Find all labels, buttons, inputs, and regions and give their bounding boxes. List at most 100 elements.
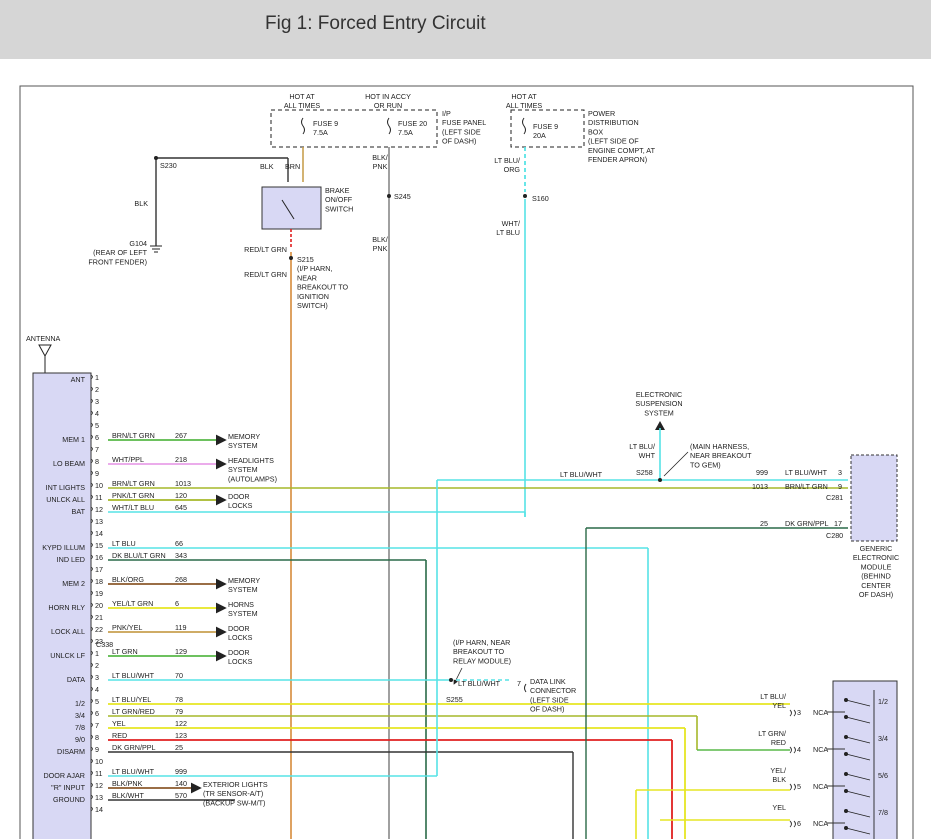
pin-icon [90, 794, 93, 800]
pin-icon [90, 806, 93, 812]
pin-number: 9 [95, 469, 99, 478]
wire-destination: EXTERIOR LIGHTS [203, 780, 268, 789]
pin-number: 12 [95, 505, 103, 514]
pin-icon [90, 506, 93, 512]
wire-color-label: LT GRN/ [758, 729, 786, 738]
wire-color-label: LT BLU [496, 228, 520, 237]
fuse-label: 7.5A [398, 128, 413, 137]
system-label: SYSTEM [644, 408, 674, 417]
pin-number: 20 [95, 601, 103, 610]
gem-box [850, 454, 898, 542]
module-pin-label: DOOR AJAR [43, 771, 85, 780]
harness-label: NEAR BREAKOUT [690, 451, 752, 460]
splice-dot [289, 256, 293, 260]
fuse-label: FUSE 9 [313, 119, 338, 128]
pin-number: 21 [95, 613, 103, 622]
splice-dot [844, 698, 848, 702]
pin-number: 4 [95, 685, 99, 694]
wire-color-label: YEL [112, 719, 126, 728]
splice-dot [154, 156, 158, 160]
pin-icon [90, 518, 93, 524]
splice-dot [523, 194, 527, 198]
wire-destination: HORNS [228, 600, 254, 609]
pin-number: 16 [95, 553, 103, 562]
circuit-number: 25 [760, 519, 768, 528]
fuse-panel-label: FUSE PANEL [442, 118, 486, 127]
switch-contact-icon [845, 810, 871, 818]
circuit-number: 129 [175, 647, 187, 656]
brake-switch-box [261, 186, 322, 230]
wire-color-label: BLK [772, 775, 786, 784]
pin-number: 15 [95, 541, 103, 550]
wire-color-label: PNK/LT GRN [112, 491, 154, 500]
module-pin-label: BAT [72, 507, 86, 516]
antenna-icon [38, 344, 52, 358]
leader-line [453, 667, 463, 685]
pin-icon [90, 662, 93, 668]
pin-icon [90, 602, 93, 608]
wire-color-label: LT BLU/ [760, 692, 786, 701]
wire-color-label: BLK/ [372, 235, 388, 244]
connector-icon [789, 820, 796, 828]
splice-dot [844, 715, 848, 719]
pin-number: 17 [834, 519, 842, 528]
ip-fuse-panel-box [270, 109, 438, 148]
circuit-number: 119 [175, 623, 186, 632]
circuit-number: 70 [175, 671, 183, 680]
circuit-number: 6 [175, 599, 179, 608]
pin-icon [90, 614, 93, 620]
circuit-number: 1013 [175, 479, 191, 488]
circuit-number: 1013 [752, 482, 768, 491]
module-pin-label: IND LED [57, 555, 85, 564]
module-pin-label: ANT [71, 375, 86, 384]
pin-number: 11 [95, 769, 102, 778]
wire-color-label: RED/LT GRN [244, 245, 287, 254]
pin-number: 6 [95, 433, 99, 442]
circuit-number: 25 [175, 743, 183, 752]
pin-number: 22 [95, 625, 103, 634]
switch-contact-icon [845, 790, 871, 798]
brake-switch-label: SWITCH [325, 204, 353, 213]
pin-number: 13 [95, 517, 103, 526]
pin-number: 17 [95, 565, 103, 574]
pin-number: 2 [95, 385, 99, 394]
pin-icon [90, 470, 93, 476]
antenna-label: ANTENNA [26, 334, 61, 343]
wire-color-label: ORG [504, 165, 521, 174]
switch-contact-icon [845, 773, 871, 781]
switch-label: 7/8 [878, 808, 888, 817]
pin-icon [90, 374, 93, 380]
pin-icon [90, 398, 93, 404]
wire-destination: DOOR [228, 648, 250, 657]
wire-color-label: BLK/ORG [112, 575, 144, 584]
wire-destination: DOOR [228, 624, 250, 633]
wire-destination: (AUTOLAMPS) [228, 474, 277, 483]
dlc-label: DATA LINK [530, 677, 566, 686]
pin-number: 1 [95, 373, 99, 382]
module-pin-label: LO BEAM [53, 459, 85, 468]
pin-number: 5 [95, 697, 99, 706]
pin-icon [90, 566, 93, 572]
pdb-label: DISTRIBUTION [588, 118, 639, 127]
pin-number: 10 [95, 481, 103, 490]
switch-contact-icon [845, 699, 871, 707]
circuit-number: 140 [175, 779, 187, 788]
switch-label: 3/4 [878, 734, 888, 743]
gem-label: OF DASH) [859, 590, 893, 599]
circuit-number: 122 [175, 719, 187, 728]
fuse-panel-label: I/P [442, 109, 451, 118]
pin-number: 4 [797, 745, 801, 754]
wire-color-label: RED [112, 731, 127, 740]
wire-color-label: LT BLU/ [494, 156, 520, 165]
wire-color-label: PNK/YEL [112, 623, 142, 632]
gem-label: MODULE [861, 562, 892, 571]
switch-label: 1/2 [878, 697, 888, 706]
ground-icon [150, 245, 162, 253]
switch-contact-icon [845, 753, 871, 761]
diagram-frame [19, 85, 914, 839]
module-pin-label: 3/4 [75, 711, 85, 720]
harness-label: (MAIN HARNESS, [690, 442, 749, 451]
splice-label: S255 [446, 695, 463, 704]
pin-number: 9 [838, 482, 842, 491]
